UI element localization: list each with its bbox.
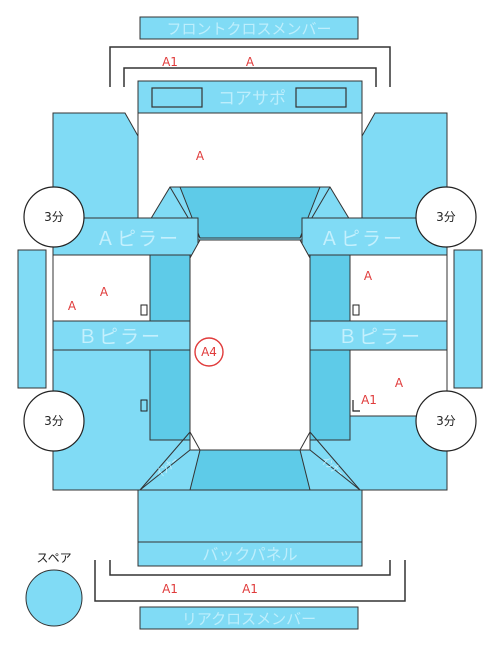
- front-cross-member-panel: [139, 16, 359, 40]
- core-support-window-right: [295, 87, 347, 108]
- rear-cross-mark-1: A1: [162, 582, 178, 596]
- core-support-window-left: [151, 87, 203, 108]
- wheel-rear-right-label: 3分: [436, 414, 456, 428]
- core-area-mark: A: [196, 149, 205, 163]
- right-front-mark: A: [364, 269, 373, 283]
- rear-edge-right: [309, 431, 361, 491]
- wheel-rear-left: [23, 390, 85, 452]
- right-side-sill: [453, 249, 483, 389]
- rear-cross-member-panel: [139, 606, 359, 630]
- spare-tire: [25, 569, 83, 627]
- right-rear-mark-2: A1: [361, 393, 377, 407]
- rear-cross-member-label: リアクロスメンバー: [182, 610, 316, 628]
- b-pillar-left-panel: [52, 320, 191, 351]
- left-front-door-handle: [140, 304, 148, 316]
- right-front-door-window: [349, 254, 448, 322]
- right-front-door-handle: [352, 304, 360, 316]
- front-cross-bracket-outer: [109, 46, 391, 87]
- rear-cross-bracket-inner: [109, 560, 391, 576]
- right-rear-door-handle: [352, 400, 360, 412]
- wheel-front-left: [23, 186, 85, 248]
- windshield-center: [179, 186, 321, 239]
- wheel-front-right: [415, 186, 477, 248]
- rear-edge-left: [139, 431, 191, 491]
- wheel-rear-right: [415, 390, 477, 452]
- front-cross-mark-2: A: [246, 55, 255, 69]
- left-front-mark-1: A: [100, 285, 109, 299]
- rear-cross-mark-2: A1: [242, 582, 258, 596]
- core-support-panel: [137, 80, 363, 114]
- left-rear-door-handle: [140, 399, 148, 412]
- center-damage-circle: [194, 337, 224, 367]
- back-panel: [137, 541, 363, 567]
- front-cross-mark-1: A1: [162, 55, 178, 69]
- b-pillar-left-label: Ｂピラー: [78, 326, 162, 348]
- rear-window-center: [189, 449, 311, 491]
- front-cross-bracket-inner: [123, 67, 377, 87]
- left-side-sill: [17, 249, 47, 389]
- b-pillar-right-label: Ｂピラー: [338, 326, 422, 348]
- left-front-door-window: [52, 254, 151, 322]
- a-pillar-left-label: Ａピラー: [96, 228, 180, 250]
- core-support-label: コアサポ: [218, 89, 286, 109]
- rear-cross-bracket-outer: [94, 560, 406, 602]
- wheel-rear-left-label: 3分: [44, 414, 64, 428]
- a-pillar-right-label: Ａピラー: [320, 228, 404, 250]
- spare-label: スペア: [36, 551, 71, 565]
- back-panel-label: バックパネル: [202, 545, 297, 564]
- left-front-mark-2: A: [68, 299, 77, 313]
- right-rear-mark-1: A: [395, 376, 404, 390]
- wheel-front-right-label: 3分: [436, 210, 456, 224]
- front-cross-member-label: フロントクロスメンバー: [166, 20, 331, 38]
- wheel-front-left-label: 3分: [44, 210, 64, 224]
- center-damage-mark: A4: [201, 345, 217, 359]
- b-pillar-right-panel: [309, 320, 448, 351]
- trunk-floor-panel: [137, 489, 363, 543]
